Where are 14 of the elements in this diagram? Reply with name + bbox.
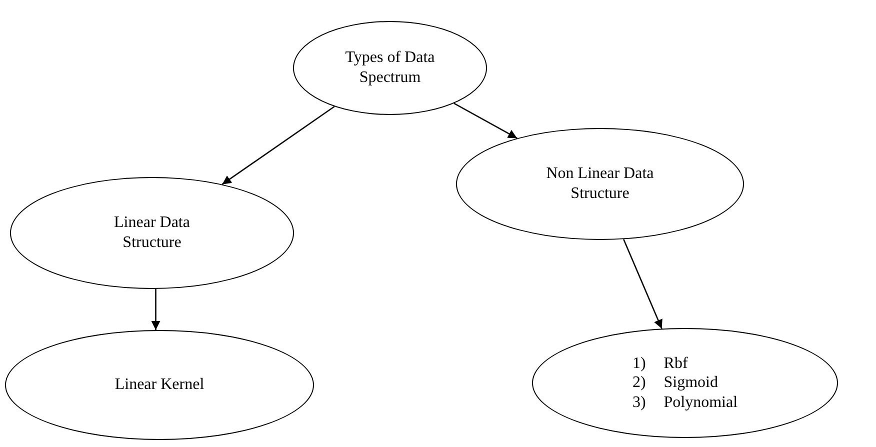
node-label: Linear Data Structure [113, 213, 191, 253]
list-item-text: Polynomial [664, 392, 738, 412]
list-number: 1) [632, 354, 646, 374]
arrow [623, 238, 662, 329]
arrow [454, 102, 518, 139]
list-number: 2) [632, 373, 646, 393]
node-label: Types of Data Spectrum [344, 48, 436, 88]
arrow [222, 106, 335, 185]
list-item-text: Sigmoid [664, 373, 719, 393]
node-label: Linear Kernel [114, 375, 204, 395]
list-item-text: Rbf [664, 354, 689, 374]
list-number: 3) [632, 392, 646, 412]
node-label: Non Linear Data Structure [545, 164, 655, 204]
arrow [151, 289, 160, 330]
